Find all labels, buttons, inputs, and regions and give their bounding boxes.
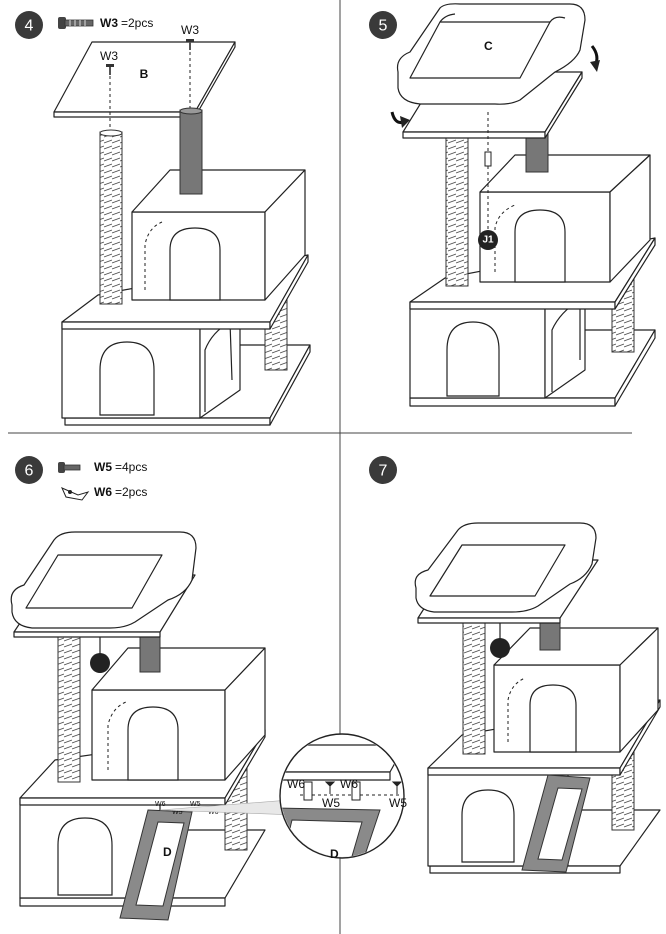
callout-w3: W3 bbox=[181, 23, 199, 37]
part-quantity: =2pcs bbox=[115, 485, 147, 499]
step-number-badge bbox=[369, 456, 397, 484]
step-number-badge bbox=[15, 11, 43, 39]
sisal-post bbox=[445, 137, 469, 287]
step-number-badge bbox=[369, 11, 397, 39]
bracket-w6-icon bbox=[61, 487, 90, 501]
callout-w5: W5 bbox=[322, 796, 340, 810]
bracket-w6-icon bbox=[303, 781, 313, 801]
ramp bbox=[521, 774, 591, 873]
part-quantity: =2pcs bbox=[121, 16, 153, 30]
condo-door bbox=[99, 341, 155, 416]
small-callout: W5 bbox=[172, 809, 183, 816]
panel-label: B bbox=[140, 67, 149, 81]
screw-icon bbox=[106, 64, 114, 75]
step-7-panel: 7 bbox=[369, 456, 661, 874]
ball-toy-icon bbox=[478, 230, 498, 250]
sisal-post bbox=[99, 131, 123, 305]
part-code: W5 bbox=[94, 460, 112, 474]
rotate-arrow-icon bbox=[390, 111, 410, 128]
step-number-badge bbox=[15, 456, 43, 484]
screw-w3-icon bbox=[58, 17, 94, 29]
part-code: W3 bbox=[100, 16, 118, 30]
bracket-w6-icon bbox=[351, 781, 361, 801]
panel-label: D bbox=[330, 847, 339, 861]
step-number: 7 bbox=[379, 463, 388, 480]
step-4-panel: 4 W3 =2pcs B W3 W3 bbox=[15, 11, 311, 426]
screw-icon bbox=[186, 39, 194, 50]
step-number: 6 bbox=[25, 463, 34, 480]
marker-label: J1 bbox=[482, 235, 494, 246]
callout-w5: W5 bbox=[389, 796, 407, 810]
step-number: 4 bbox=[25, 18, 34, 35]
panel-label: D bbox=[163, 845, 172, 859]
sisal-post bbox=[462, 621, 486, 755]
ramp-d bbox=[119, 809, 193, 921]
screw-w5-icon bbox=[58, 462, 81, 473]
step-number: 5 bbox=[379, 18, 388, 35]
part-code: W6 bbox=[94, 485, 112, 499]
step-6-panel: 6 W5 =4pcs W6 =2pcs bbox=[10, 456, 407, 921]
screw-w5-icon bbox=[324, 781, 336, 794]
small-callout: W6 bbox=[208, 809, 219, 816]
dangling-ball-toy-icon bbox=[490, 638, 510, 658]
cushion-bed bbox=[10, 531, 197, 629]
callout-w6: W6 bbox=[340, 777, 358, 791]
screw-w5-icon bbox=[391, 781, 403, 794]
cushion-bed bbox=[414, 522, 597, 613]
upper-post bbox=[179, 109, 203, 195]
part-quantity: =4pcs bbox=[115, 460, 147, 474]
small-callout: W6 bbox=[155, 801, 166, 808]
cushion-bed-c bbox=[396, 3, 586, 105]
dangling-ball-toy-icon bbox=[90, 653, 110, 673]
small-callout: W5 bbox=[190, 801, 201, 808]
callout-w6: W6 bbox=[287, 777, 305, 791]
sisal-post bbox=[57, 631, 81, 783]
callout-w3: W3 bbox=[100, 49, 118, 63]
zoom-detail bbox=[279, 733, 405, 859]
panel-label: C bbox=[484, 39, 493, 53]
step-5-panel: 5 C bbox=[369, 3, 656, 407]
rotate-arrow-icon bbox=[590, 45, 600, 72]
